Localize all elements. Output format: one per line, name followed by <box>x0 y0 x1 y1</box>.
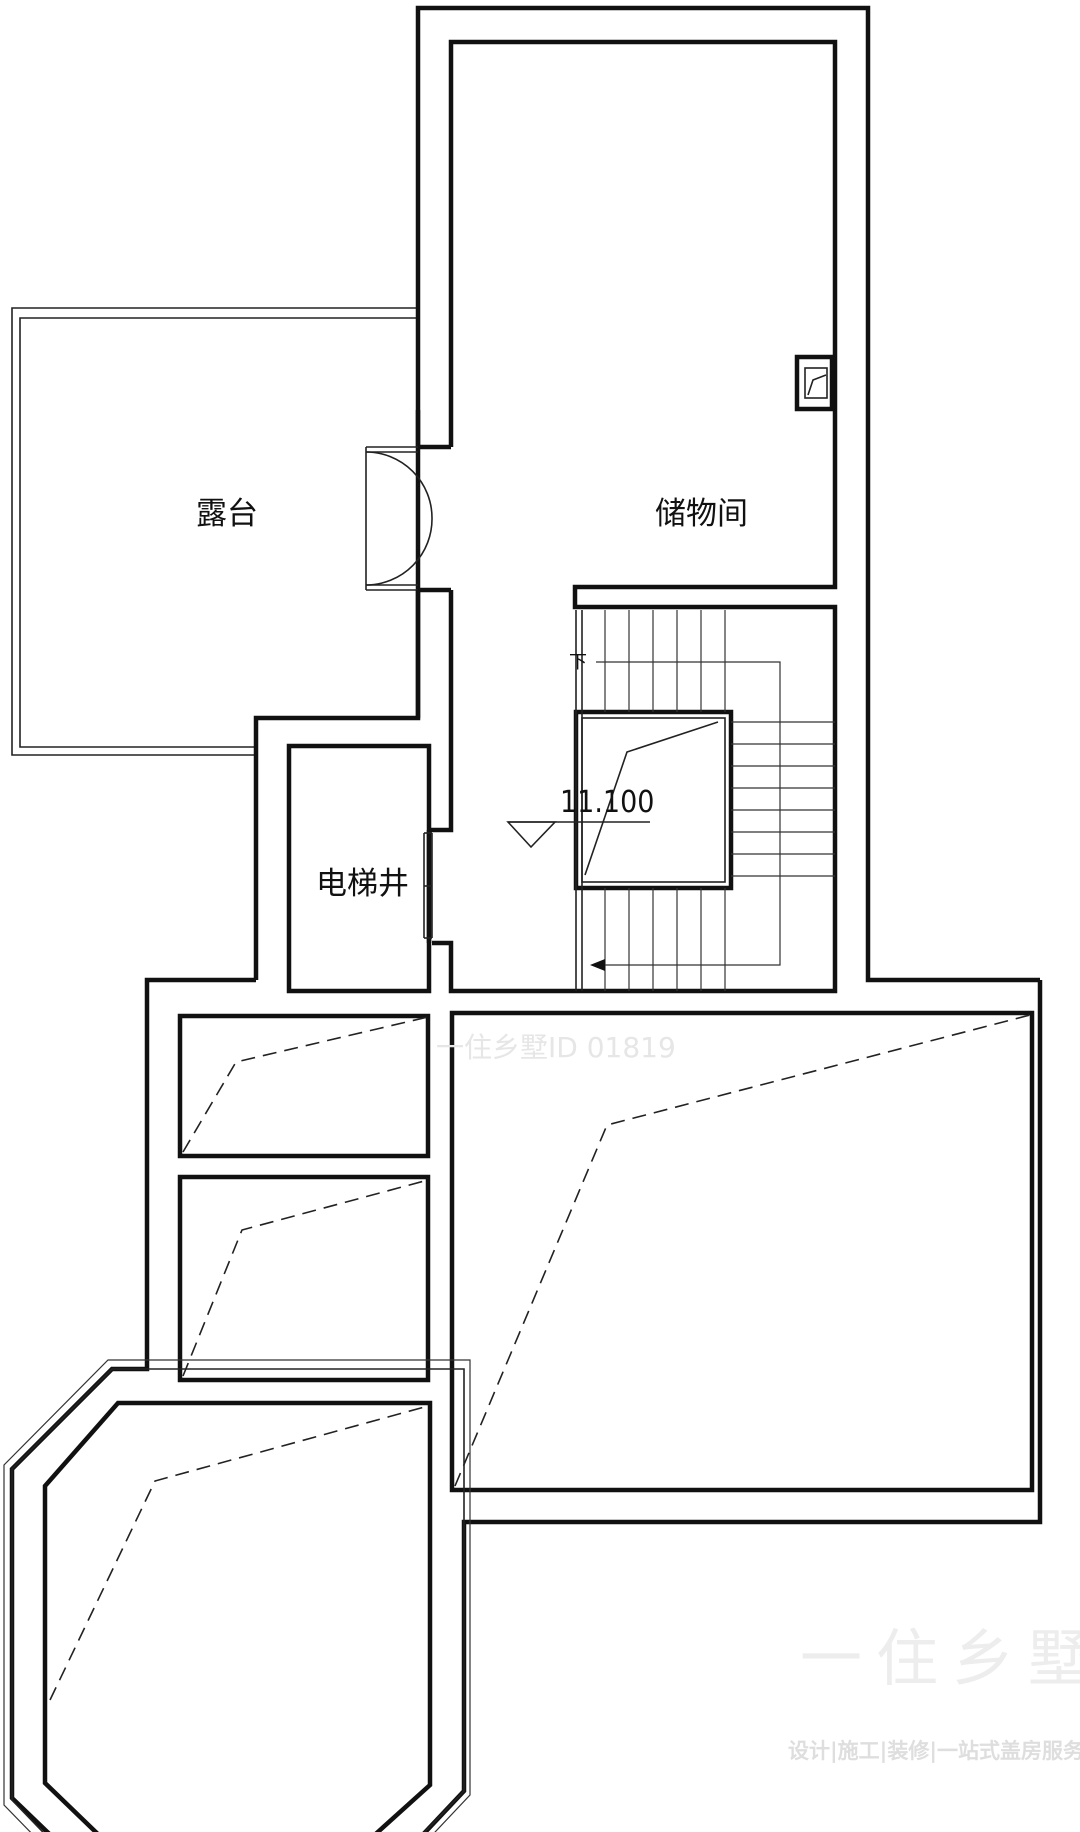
vent-shaft <box>794 354 835 412</box>
level-marker <box>506 821 650 849</box>
storage-room-walls <box>415 5 1040 994</box>
elevator-label: 电梯井 <box>316 866 409 902</box>
roof-panel-2 <box>177 1174 431 1383</box>
roof-panel-1 <box>177 1013 431 1159</box>
terrace-label: 露台 <box>196 496 258 532</box>
lower-roof-outline <box>9 977 1043 1832</box>
level-label: 11.100 <box>560 785 654 820</box>
elevator-shaft <box>286 743 433 994</box>
staircase <box>573 610 835 991</box>
roof-panel-3 <box>449 1010 1035 1493</box>
stair-arrow <box>590 959 605 971</box>
roof-panel-octagon <box>3 1359 471 1832</box>
terrace <box>11 307 421 980</box>
double-door[interactable] <box>365 446 451 593</box>
watermark-tagline: 设计|施工|装修|一站式盖房服务 <box>788 1739 1080 1764</box>
watermark-logo: 一住乡墅 <box>800 1622 1080 1695</box>
storage-label: 储物间 <box>655 496 748 532</box>
stair-down-label: 下 <box>569 652 587 673</box>
watermark-id: 一住乡墅ID 01819 <box>436 1031 676 1064</box>
